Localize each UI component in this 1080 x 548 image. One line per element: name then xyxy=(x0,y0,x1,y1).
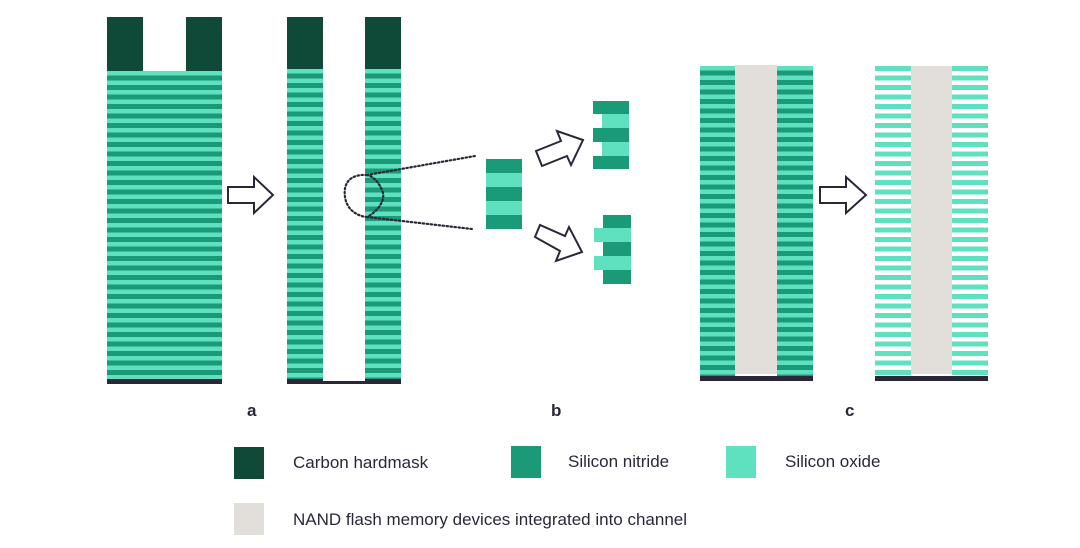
arrow-down-right-icon xyxy=(533,223,584,263)
legend-label-carbon-hardmask: Carbon hardmask xyxy=(293,453,429,472)
substrate-left xyxy=(287,379,323,384)
stack-left-column xyxy=(700,66,735,376)
hardmask-left-block xyxy=(107,17,143,71)
hardmask-right-block xyxy=(365,17,401,69)
hardmask-left-block xyxy=(287,17,323,69)
oxide-nitride-stack xyxy=(107,71,222,379)
hardmask-right-block xyxy=(186,17,222,71)
detail-callout-ellipse xyxy=(343,173,385,219)
nand-channel xyxy=(911,66,952,374)
substrate xyxy=(107,379,222,384)
substrate xyxy=(875,376,988,381)
oxide-right-column xyxy=(952,66,988,376)
substrate-right xyxy=(365,379,401,384)
legend-swatch-silicon-oxide xyxy=(726,446,756,478)
stack-right-column xyxy=(777,66,813,376)
legend-swatch-nand-channel xyxy=(234,503,264,535)
stack-left-column xyxy=(287,69,323,379)
nand-channel xyxy=(735,65,777,374)
substrate xyxy=(700,376,813,381)
panel-label-b: b xyxy=(551,401,562,420)
legend-label-silicon-oxide: Silicon oxide xyxy=(785,452,881,471)
legend-label-nand-channel: NAND flash memory devices integrated int… xyxy=(293,510,688,529)
legend-swatch-carbon-hardmask xyxy=(234,447,264,479)
legend-swatch-silicon-nitride xyxy=(511,446,541,478)
stack-right-column xyxy=(365,69,401,379)
panel-label-c: c xyxy=(845,401,855,420)
callout-line-top xyxy=(365,154,477,177)
substrate-trench-bottom xyxy=(323,381,365,384)
arrow-right-icon xyxy=(819,174,868,216)
arrow-right-icon xyxy=(227,174,275,216)
panel-label-a: a xyxy=(247,401,257,420)
oxide-left-column xyxy=(875,66,911,376)
callout-line-bottom xyxy=(365,215,474,231)
legend-label-silicon-nitride: Silicon nitride xyxy=(568,452,670,471)
arrow-up-right-icon xyxy=(534,129,585,168)
detail-stack xyxy=(486,159,522,229)
